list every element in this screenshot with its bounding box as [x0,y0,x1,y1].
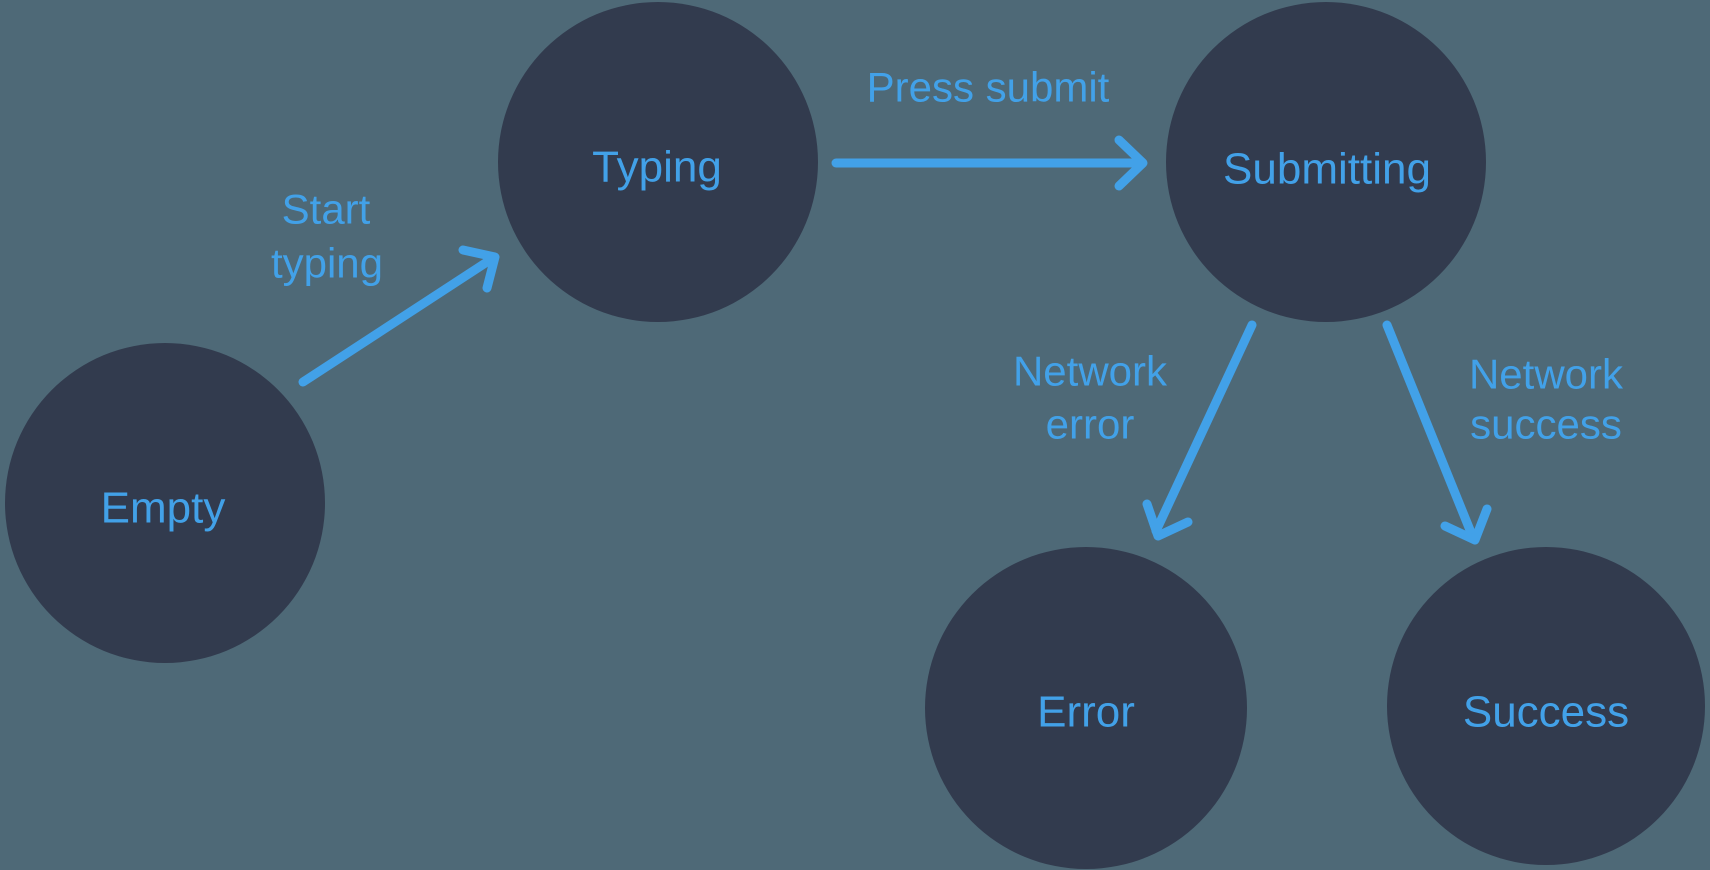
state-labels: Empty Typing Submitting Error Success [101,143,1630,737]
transition-label-start-typing-line-1: Start [282,186,371,233]
arrowhead [1114,135,1148,191]
state-label-empty: Empty [101,484,226,533]
transition-arrow-press-submit [831,135,1148,191]
state-label-error: Error [1037,688,1135,737]
transition-label-network-error-line-1: Network [1013,348,1168,395]
state-node-typing [498,2,818,322]
transition-label-network-error-line-2: error [1046,401,1135,448]
transition-arrow-network-success [1382,320,1492,545]
transition-label-press-submit: Press submit [867,64,1110,111]
state-label-success: Success [1463,688,1629,737]
transition-label-network-success-line-1: Network [1469,351,1624,398]
arrow-line [298,255,495,387]
state-node-submitting [1166,2,1486,322]
arrow-line [1382,320,1477,540]
transition-label-start-typing-line-2: typing [271,240,383,287]
transition-label-network-success-line-2: success [1470,401,1622,448]
state-nodes [5,2,1705,869]
state-label-submitting: Submitting [1223,145,1431,194]
state-node-empty [5,343,325,663]
arrowhead [458,245,500,293]
state-node-error [925,547,1247,869]
state-label-typing: Typing [592,143,722,192]
transition-arrows [298,135,1492,545]
transition-labels: Start typing Press submit Network error … [271,64,1624,448]
state-node-success [1387,547,1705,865]
arrow-line [1151,320,1257,536]
transition-arrow-network-error [1142,320,1257,541]
arrowhead [1142,499,1193,541]
arrowhead [1440,504,1492,545]
transition-arrow-start-typing [298,245,500,387]
